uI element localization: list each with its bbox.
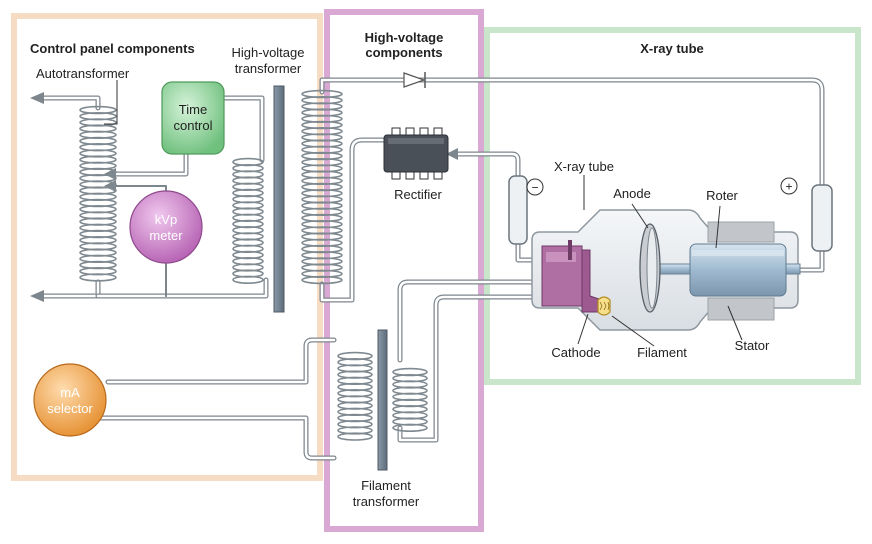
xray-tube-region-title: X-ray tube bbox=[640, 41, 704, 56]
cathode-label: Cathode bbox=[551, 345, 600, 360]
stator-bottom bbox=[707, 297, 775, 321]
autotransformer-label: Autotransformer bbox=[36, 66, 130, 81]
time-control-box[interactable] bbox=[161, 81, 225, 155]
kvp-meter-circle[interactable] bbox=[129, 190, 203, 264]
ma-to-filament-bottom-wire bbox=[97, 415, 337, 461]
filament-secondary-wire-a bbox=[397, 279, 551, 363]
anode-disc bbox=[639, 223, 661, 313]
ma-selector-label-line2: selector bbox=[47, 401, 93, 416]
time-control-label-line1: Time bbox=[179, 102, 207, 117]
high-voltage-title-line1: High-voltage bbox=[365, 30, 444, 45]
coil-turn bbox=[337, 432, 373, 441]
coil-turn bbox=[232, 275, 264, 285]
negative-terminal-marker bbox=[526, 178, 544, 196]
coil-turn bbox=[79, 273, 117, 282]
stator-top bbox=[707, 221, 775, 243]
leader-lines bbox=[577, 175, 743, 347]
filament-label: Filament bbox=[637, 345, 687, 360]
ma-selector-circle[interactable] bbox=[33, 363, 107, 437]
autotransformer-tap-wire bbox=[113, 152, 189, 177]
rectifier-label: Rectifier bbox=[394, 187, 442, 202]
filament-element bbox=[597, 296, 611, 316]
roter-label: Roter bbox=[706, 188, 738, 203]
hv-transformer-core bbox=[273, 85, 285, 313]
filament-transformer-label-line2: transformer bbox=[353, 494, 420, 509]
hv-primary-coil bbox=[232, 157, 264, 285]
autotransformer-coil bbox=[79, 105, 117, 282]
xray-tube-label: X-ray tube bbox=[554, 159, 614, 174]
autotransformer-bottom-lead bbox=[41, 279, 101, 299]
positive-terminal-marker bbox=[780, 177, 798, 195]
autotransformer-output-arrow-bottom bbox=[30, 290, 44, 302]
anode-label: Anode bbox=[613, 186, 651, 201]
hv-transformer-label-line1: High-voltage bbox=[232, 45, 305, 60]
control-panel-region bbox=[11, 13, 323, 481]
kvp-meter-label-line1: kVp bbox=[155, 212, 177, 227]
xray-tube-region bbox=[484, 27, 861, 385]
hv-secondary-coil bbox=[301, 89, 343, 285]
control-panel-title: Control panel components bbox=[30, 41, 195, 56]
cathode-assembly bbox=[541, 240, 603, 313]
positive-sign: + bbox=[785, 180, 792, 194]
cathode-bushing bbox=[508, 175, 528, 245]
time-to-primary-wire bbox=[221, 95, 265, 163]
coil-turn bbox=[301, 275, 343, 285]
rectifier-chip bbox=[383, 127, 449, 180]
wires bbox=[41, 77, 825, 461]
filament-transformer-label-line1: Filament bbox=[361, 478, 411, 493]
rectifier-input-arrow bbox=[446, 148, 458, 160]
high-voltage-title-line2: components bbox=[365, 45, 442, 60]
autotransformer-output-arrow-top bbox=[30, 92, 44, 104]
hv-transformer-label-line2: transformer bbox=[235, 61, 302, 76]
ma-selector-label-line1: mA bbox=[60, 385, 80, 400]
stator-label: Stator bbox=[735, 338, 770, 353]
rotor-cylinder bbox=[689, 243, 787, 297]
negative-sign: − bbox=[531, 181, 538, 195]
filament-secondary-coil bbox=[392, 367, 428, 433]
filament-primary-coil bbox=[337, 351, 373, 441]
time-control-label-line2: control bbox=[173, 118, 212, 133]
ma-to-filament-top-wire bbox=[105, 337, 337, 385]
filament-transformer-core bbox=[377, 329, 388, 471]
coil-turn bbox=[392, 423, 428, 433]
kvp-meter-label-line2: meter bbox=[149, 228, 183, 243]
diode-symbol bbox=[403, 72, 426, 88]
anode-bushing bbox=[811, 184, 833, 252]
